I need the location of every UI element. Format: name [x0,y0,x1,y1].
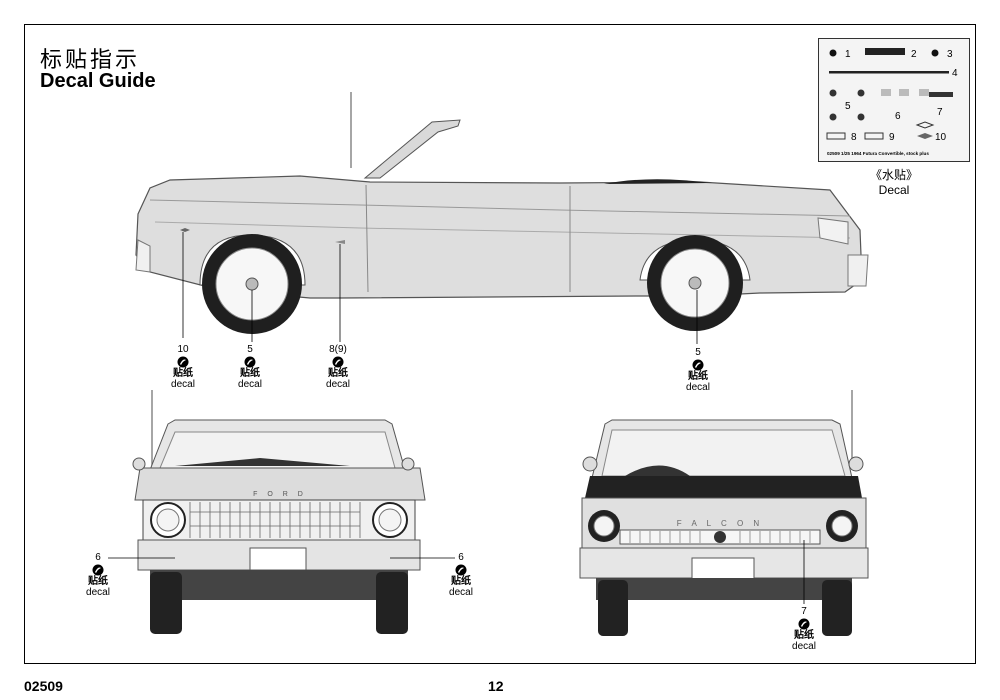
callout-number: 10 [177,344,189,355]
page-title: Decal Guide [40,70,156,92]
decal-sheet-caption: 《水贴》 Decal [818,168,970,198]
sheet-num-8: 8 [851,132,857,143]
product-code: 02509 [24,678,63,694]
page-frame [24,24,976,664]
callout-decal-6-right: 6 贴纸 decal [439,552,483,598]
callout-label-zh: 贴纸 [173,368,193,379]
decal-icon [177,356,189,368]
callout-number: 7 [801,606,807,617]
sheet-num-10: 10 [935,132,947,143]
callout-label: decal [171,379,195,390]
callout-label: decal [686,382,710,393]
sheet-num-5: 5 [845,101,851,112]
sheet-footer-text: 02509 1/25 1964 Futura Convertible, stoc… [827,151,929,156]
callout-number: 5 [247,344,253,355]
car-rear-view: F A L C O N [579,390,869,636]
callout-number: 6 [458,552,464,563]
sheet-num-9: 9 [889,132,895,143]
callout-label: decal [326,379,350,390]
sheet-num-7: 7 [937,107,943,118]
callout-label-zh: 贴纸 [688,371,708,382]
callout-label-zh: 贴纸 [88,576,108,587]
callout-decal-10: 10 贴纸 decal [161,344,205,390]
decal-icon [244,356,256,368]
callout-decal-6-left: 6 贴纸 decal [76,552,120,598]
car-side-view [135,92,869,344]
callout-label-zh: 贴纸 [240,368,260,379]
rear-lettering: F A L C O N [677,519,763,528]
sheet-num-1: 1 [845,49,851,60]
decal-icon [332,356,344,368]
callout-number: 5 [695,347,701,358]
page-title-zh: 标贴指示 [40,48,141,73]
decal-sheet: 1 2 3 4 5 6 7 8 9 10 02509 1/25 1964 Fut… [818,38,970,162]
callout-decal-7: 7 贴纸 decal [782,606,826,652]
callout-label: decal [86,587,110,598]
callout-decal-8: 8(9) 贴纸 decal [316,344,360,390]
callout-decal-5-front: 5 贴纸 decal [228,344,272,390]
callout-label: decal [792,641,816,652]
sheet-num-4: 4 [952,68,958,79]
callout-label-zh: 贴纸 [328,368,348,379]
callout-number: 6 [95,552,101,563]
sheet-num-2: 2 [911,49,917,60]
decal-icon [455,564,467,576]
sheet-num-3: 3 [947,49,953,60]
callout-label-zh: 贴纸 [794,630,814,641]
decal-caption-en: Decal [878,183,910,197]
callout-number: 8(9) [329,344,347,355]
car-front-view: F O R D [108,390,455,634]
callout-label: decal [238,379,262,390]
decal-icon [92,564,104,576]
front-lettering: F O R D [253,491,307,498]
callout-decal-5-rear: 5 贴纸 decal [676,347,720,393]
decal-icon [692,359,704,371]
sheet-num-6: 6 [895,111,901,122]
decal-caption-zh: 《水贴》 [869,168,918,182]
callout-label: decal [449,587,473,598]
callout-label-zh: 贴纸 [451,576,471,587]
page-number: 12 [488,678,504,694]
decal-sheet-drawing: 1 2 3 4 5 6 7 8 9 10 02509 1/25 1964 Fut… [826,48,958,156]
decal-icon [798,618,810,630]
